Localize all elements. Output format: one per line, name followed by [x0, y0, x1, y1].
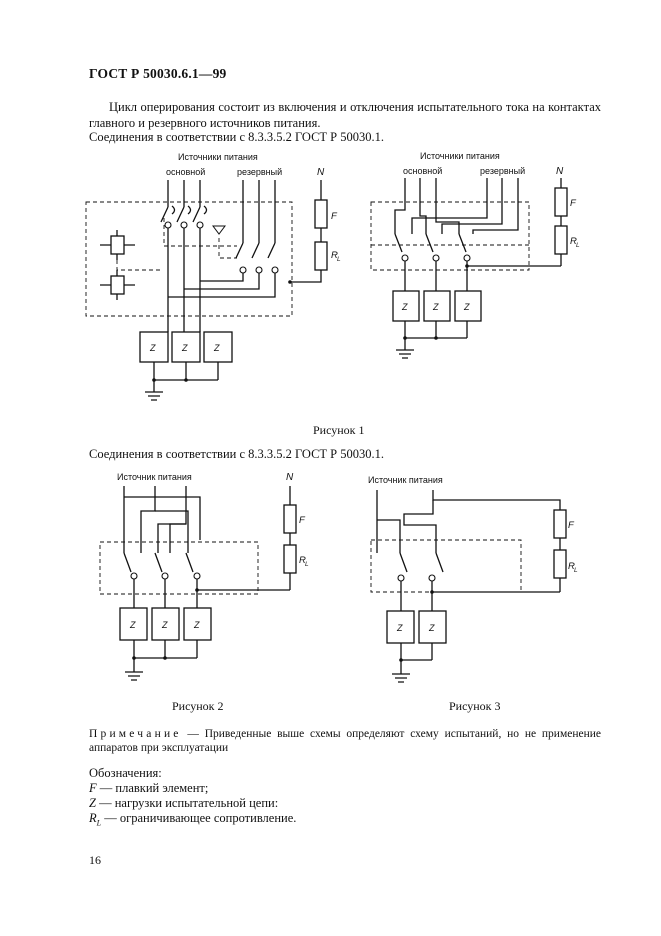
legend-block: Обозначения: F — плавкий элемент; Z — на…	[89, 766, 296, 831]
figure-3-diagram: Источник питания F R L Z Z	[368, 475, 578, 683]
fig1-resistor-sub: L	[337, 256, 341, 263]
fig1-load-2: Z	[181, 343, 188, 353]
figure-1-diagram: Источники питания основной резервный N	[85, 152, 341, 401]
legend-z-symbol: Z	[89, 796, 96, 810]
fig2-load-2: Z	[161, 620, 168, 630]
fig3-resistor-label: R	[568, 561, 575, 572]
fig1r-main-label: основной	[403, 166, 442, 176]
legend-f-text: — плавкий элемент;	[96, 781, 209, 795]
figure-1-diagram-right: Источники питания основной резервный N F…	[370, 151, 580, 359]
fig1-reserve-label: резервный	[237, 167, 282, 177]
legend-z-text: — нагрузки испытательной цепи:	[95, 796, 279, 810]
fig3-fuse-label: F	[568, 520, 575, 531]
note-text: — Приведенные выше схемы определяют схем…	[89, 728, 601, 754]
paragraph-cycle: Цикл оперирования состоит из включения и…	[89, 100, 601, 130]
legend-item-resistor: RL — ограничивающее сопротивление.	[89, 811, 296, 831]
paragraph-connections-1: Соединения в соответствии с 8.3.3.5.2 ГО…	[89, 130, 385, 144]
legend-f-symbol: F	[89, 781, 97, 795]
note-block: Примечание — Приведенные выше схемы опре…	[89, 727, 601, 755]
figure-2-diagram: Источник питания N F R L Z Z Z	[99, 472, 309, 681]
fig2-load-1: Z	[129, 620, 136, 630]
fig1r-load-2: Z	[432, 302, 439, 312]
fig3-load-1: Z	[396, 623, 403, 633]
fig1-load-1: Z	[149, 343, 156, 353]
fig2-source-label: Источник питания	[117, 472, 192, 482]
fig2-resistor-label: R	[299, 555, 306, 566]
fig1-load-3: Z	[213, 343, 220, 353]
legend-item-fuse: F — плавкий элемент;	[89, 781, 296, 796]
figure-1-caption: Рисунок 1	[313, 423, 365, 437]
fig1r-load-1: Z	[401, 302, 408, 312]
fig2-resistor-sub: L	[305, 561, 309, 568]
fig1r-reserve-label: резервный	[480, 166, 525, 176]
figure-3-caption: Рисунок 3	[449, 699, 501, 713]
legend-title: Обозначения:	[89, 766, 162, 780]
fig1-fuse-label: F	[331, 211, 338, 222]
fig3-resistor-sub: L	[574, 567, 578, 574]
fig1r-sources-label: Источники питания	[420, 151, 500, 161]
fig1-main-label: основной	[166, 167, 205, 177]
legend-r-symbol: R	[89, 811, 97, 825]
fig1r-load-3: Z	[463, 302, 470, 312]
fig2-neutral-label: N	[286, 472, 294, 483]
fig1r-resistor-label: R	[570, 236, 577, 247]
fig3-load-2: Z	[428, 623, 435, 633]
legend-item-load: Z — нагрузки испытательной цепи:	[89, 796, 296, 811]
figure-2-caption: Рисунок 2	[172, 699, 224, 713]
legend-r-text: — ограничивающее сопротивление.	[101, 811, 297, 825]
fig1r-neutral-label: N	[556, 166, 564, 177]
fig2-load-3: Z	[193, 620, 200, 630]
fig2-fuse-label: F	[299, 515, 306, 526]
paragraph-connections-2: Соединения в соответствии с 8.3.3.5.2 ГО…	[89, 447, 385, 461]
page-number: 16	[89, 853, 101, 867]
note-lead: Примечание	[89, 728, 182, 740]
fig1-resistor-label: R	[331, 250, 338, 261]
fig1-sources-label: Источники питания	[178, 152, 258, 162]
fig3-source-label: Источник питания	[368, 475, 443, 485]
fig1-neutral-label: N	[317, 167, 325, 178]
legend-r-sub: L	[96, 818, 102, 828]
fig1r-resistor-sub: L	[576, 242, 580, 249]
fig1r-fuse-label: F	[570, 198, 577, 209]
document-header: ГОСТ Р 50030.6.1—99	[89, 66, 227, 81]
